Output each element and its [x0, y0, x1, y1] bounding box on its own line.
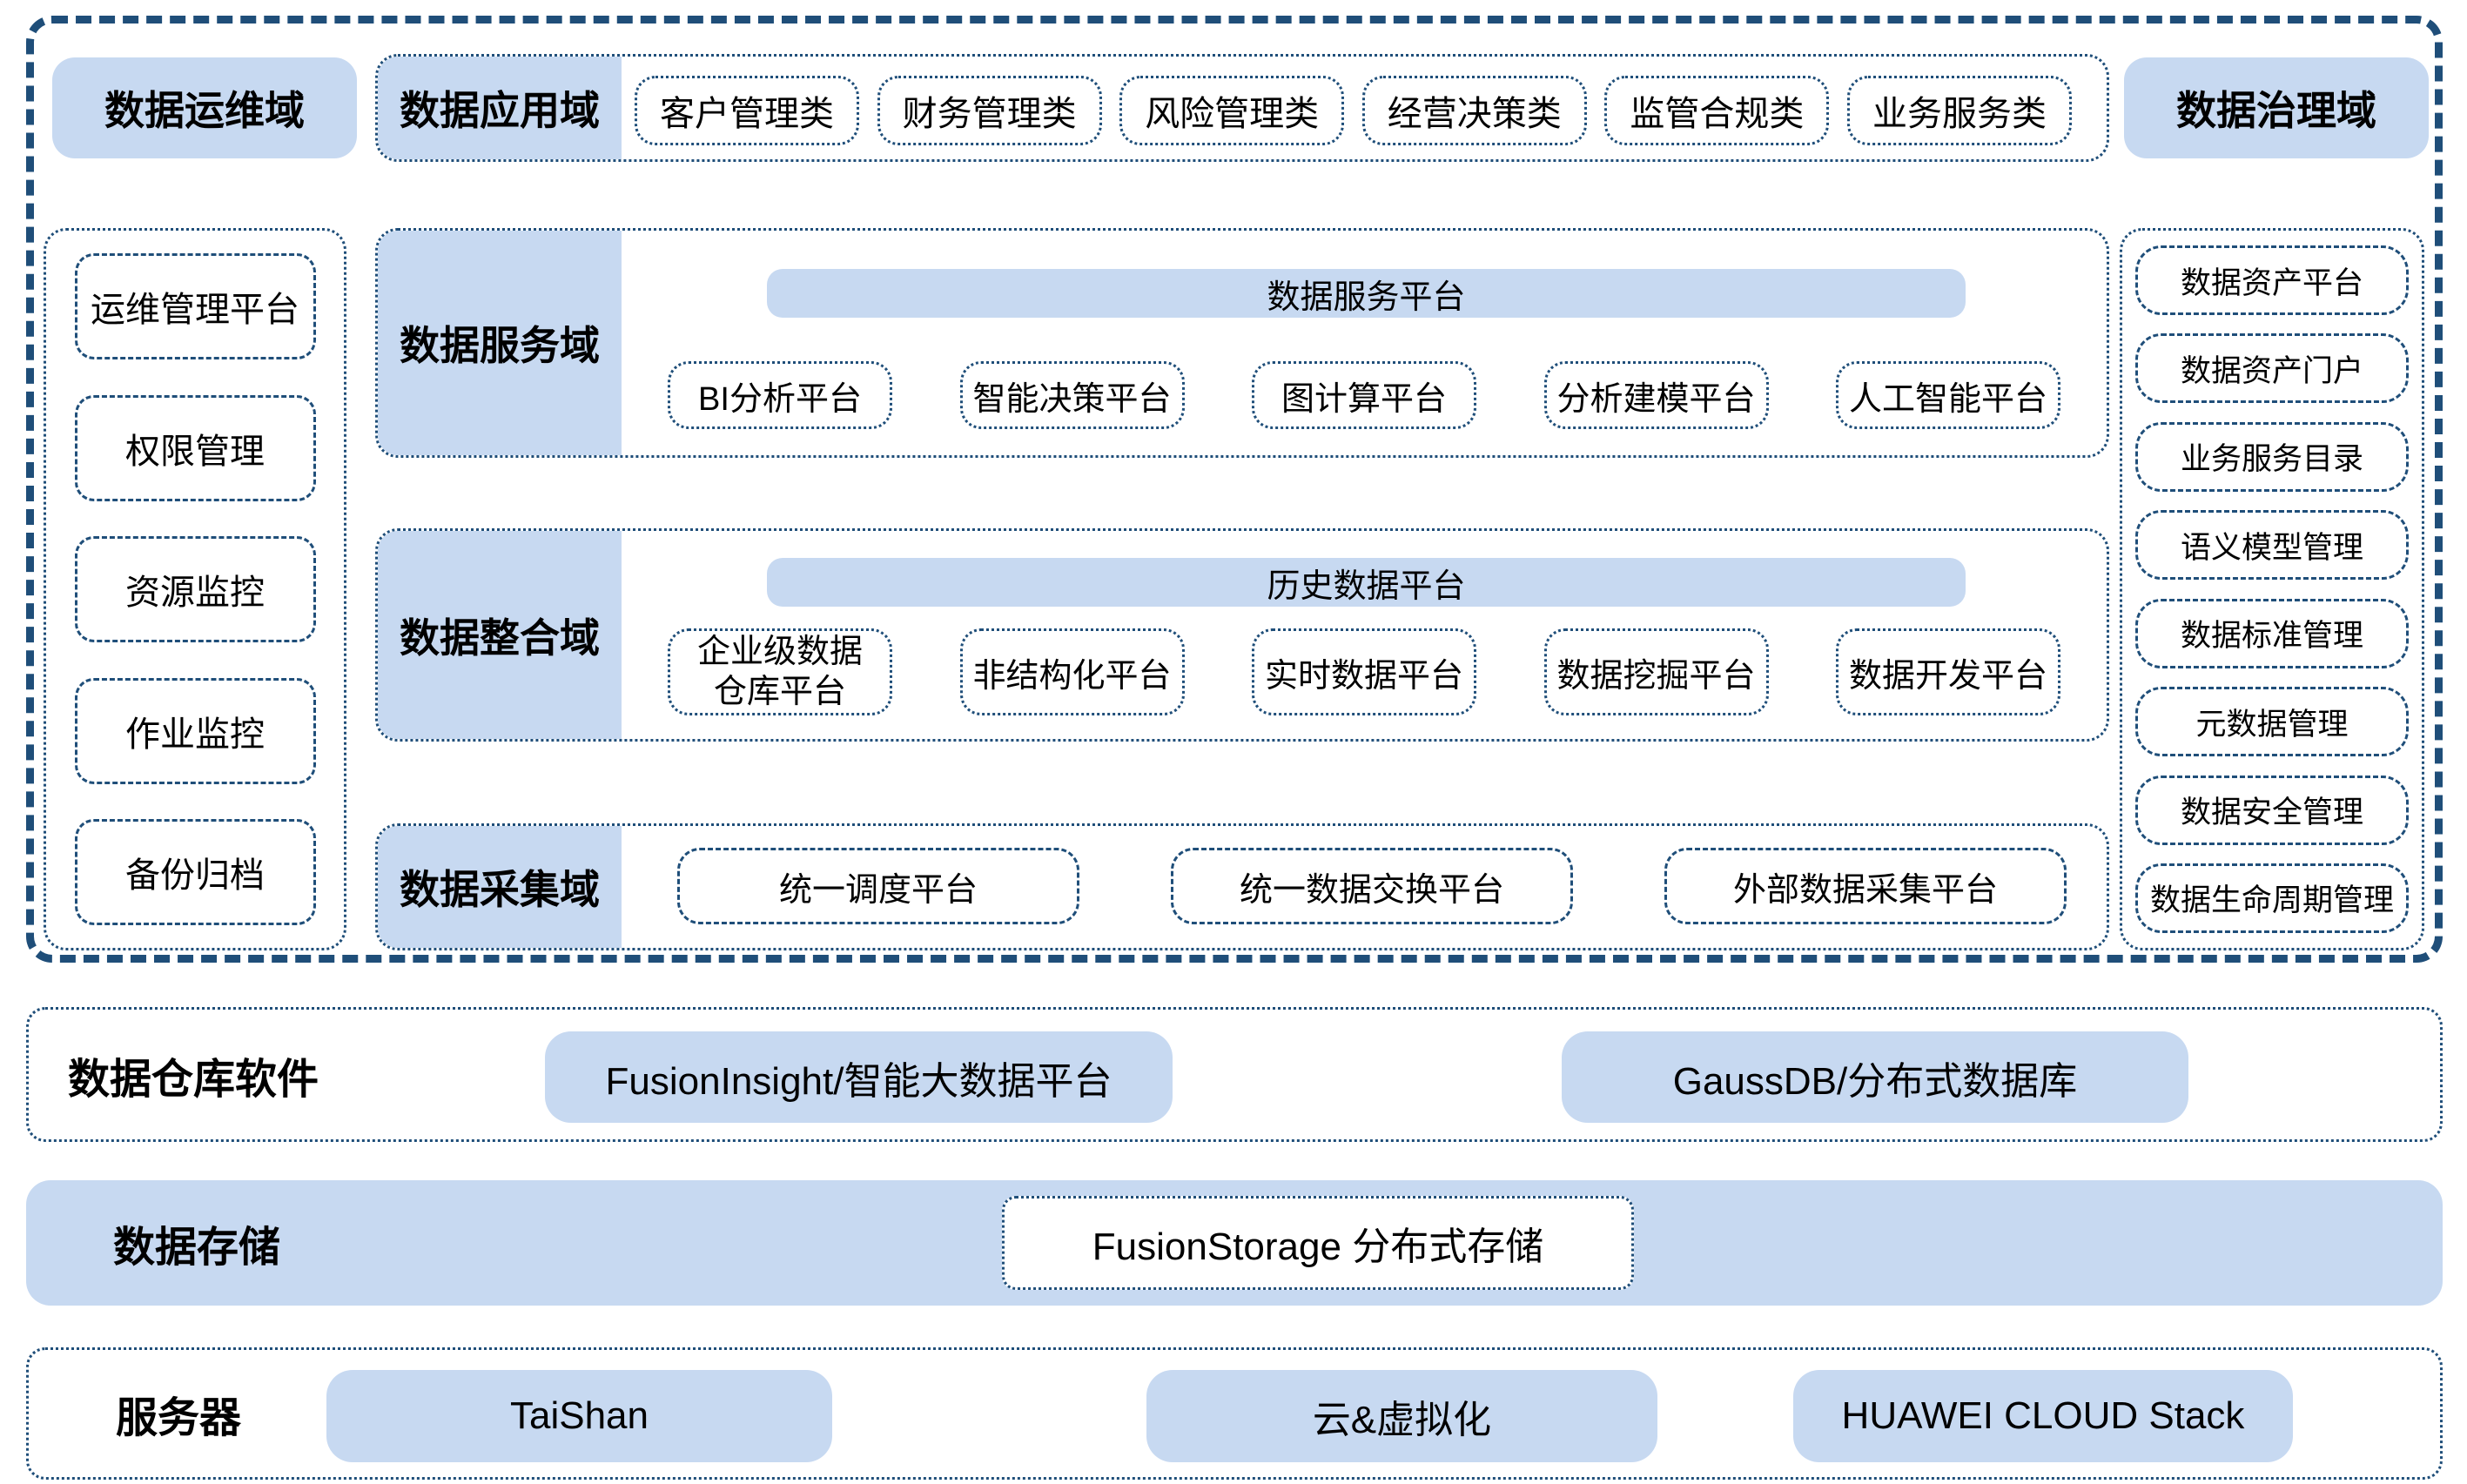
data-storage-row: 数据存储 FusionStorage 分布式存储 — [26, 1180, 2443, 1306]
gov-item-data-asset-platform: 数据资产平台 — [2135, 245, 2409, 315]
app-category-finance: 财务管理类 — [877, 76, 1102, 145]
storage-row-label: 数据存储 — [113, 1225, 281, 1271]
ops-domain-header: 数据运维域 — [52, 57, 357, 158]
app-category-row: 客户管理类 财务管理类 风险管理类 经营决策类 监管合规类 业务服务类 — [635, 76, 2072, 145]
collection-platform-boxes: 统一调度平台 统一数据交换平台 外部数据采集平台 — [677, 848, 2067, 924]
data-service-platform-bar: 数据服务平台 — [767, 269, 1966, 318]
product-fusionstorage: FusionStorage 分布式存储 — [1002, 1196, 1634, 1290]
app-category-decision: 经营决策类 — [1361, 76, 1587, 145]
integration-box-edw: 企业级数据仓库平台 — [668, 628, 892, 715]
app-category-business-service: 业务服务类 — [1846, 76, 2072, 145]
gov-item-semantic-model: 语义模型管理 — [2135, 510, 2409, 581]
warehouse-software-row: 数据仓库软件 FusionInsight/智能大数据平台 GaussDB/分布式… — [26, 1007, 2443, 1142]
product-taishan: TaiShan — [326, 1370, 832, 1462]
warehouse-row-label: 数据仓库软件 — [68, 1056, 319, 1103]
collection-box-external: 外部数据采集平台 — [1664, 848, 2067, 924]
ops-domain-panel: 运维管理平台 权限管理 资源监控 作业监控 备份归档 — [44, 228, 346, 950]
collection-domain-label: 数据采集域 — [378, 826, 622, 948]
service-platform-boxes: BI分析平台 智能决策平台 图计算平台 分析建模平台 人工智能平台 — [668, 361, 2060, 429]
app-category-risk: 风险管理类 — [1119, 76, 1345, 145]
integration-box-unstructured: 非结构化平台 — [959, 628, 1185, 715]
app-domain-label: 数据应用域 — [378, 57, 622, 159]
service-box-intelligent-decision: 智能决策平台 — [959, 361, 1185, 429]
gov-item-metadata: 元数据管理 — [2135, 687, 2409, 757]
platform-outer-frame — [26, 16, 2443, 963]
gov-item-service-catalog: 业务服务目录 — [2135, 421, 2409, 492]
app-domain-container: 数据应用域 客户管理类 财务管理类 风险管理类 经营决策类 监管合规类 业务服务… — [375, 54, 2109, 162]
service-box-ai: 人工智能平台 — [1836, 361, 2060, 429]
ops-item-om-platform: 运维管理平台 — [74, 253, 316, 359]
gov-item-data-lifecycle: 数据生命周期管理 — [2135, 863, 2409, 933]
ops-item-permission: 权限管理 — [74, 394, 316, 501]
integration-box-dev: 数据开发平台 — [1836, 628, 2060, 715]
ops-item-job-monitor: 作业监控 — [74, 677, 316, 784]
gov-item-data-security: 数据安全管理 — [2135, 775, 2409, 845]
product-gaussdb: GaussDB/分布式数据库 — [1562, 1031, 2188, 1123]
governance-domain-header: 数据治理域 — [2124, 57, 2429, 158]
collection-domain-row: 数据采集域 统一调度平台 统一数据交换平台 外部数据采集平台 — [375, 823, 2109, 950]
server-row: 服务器 TaiShan 云&虚拟化 HUAWEI CLOUD Stack — [26, 1347, 2443, 1480]
service-domain-label: 数据服务域 — [378, 231, 622, 455]
gov-item-data-asset-portal: 数据资产门户 — [2135, 333, 2409, 404]
history-data-platform-bar: 历史数据平台 — [767, 558, 1966, 607]
integration-domain-row: 数据整合域 历史数据平台 企业级数据仓库平台 非结构化平台 实时数据平台 数据挖… — [375, 528, 2109, 742]
server-row-label: 服务器 — [116, 1395, 242, 1441]
product-cloud-virtualization: 云&虚拟化 — [1146, 1370, 1657, 1462]
collection-box-scheduling: 统一调度平台 — [677, 848, 1079, 924]
product-fusioninsight: FusionInsight/智能大数据平台 — [545, 1031, 1173, 1123]
gov-item-data-standard: 数据标准管理 — [2135, 598, 2409, 668]
app-category-customer: 客户管理类 — [635, 76, 859, 145]
integration-box-realtime: 实时数据平台 — [1252, 628, 1476, 715]
service-box-analytic-modeling: 分析建模平台 — [1543, 361, 1769, 429]
app-category-compliance: 监管合规类 — [1604, 76, 1830, 145]
service-box-graph-compute: 图计算平台 — [1252, 361, 1476, 429]
governance-domain-panel: 数据资产平台 数据资产门户 业务服务目录 语义模型管理 数据标准管理 元数据管理… — [2120, 228, 2424, 950]
ops-item-resource-monitor: 资源监控 — [74, 536, 316, 642]
integration-domain-label: 数据整合域 — [378, 531, 622, 739]
integration-platform-boxes: 企业级数据仓库平台 非结构化平台 实时数据平台 数据挖掘平台 数据开发平台 — [668, 628, 2060, 715]
collection-box-exchange: 统一数据交换平台 — [1171, 848, 1573, 924]
service-box-bi: BI分析平台 — [668, 361, 892, 429]
product-huawei-cloud-stack: HUAWEI CLOUD Stack — [1793, 1370, 2293, 1462]
integration-box-mining: 数据挖掘平台 — [1543, 628, 1769, 715]
ops-item-backup-archive: 备份归档 — [74, 819, 316, 925]
service-domain-row: 数据服务域 数据服务平台 BI分析平台 智能决策平台 图计算平台 分析建模平台 … — [375, 228, 2109, 458]
